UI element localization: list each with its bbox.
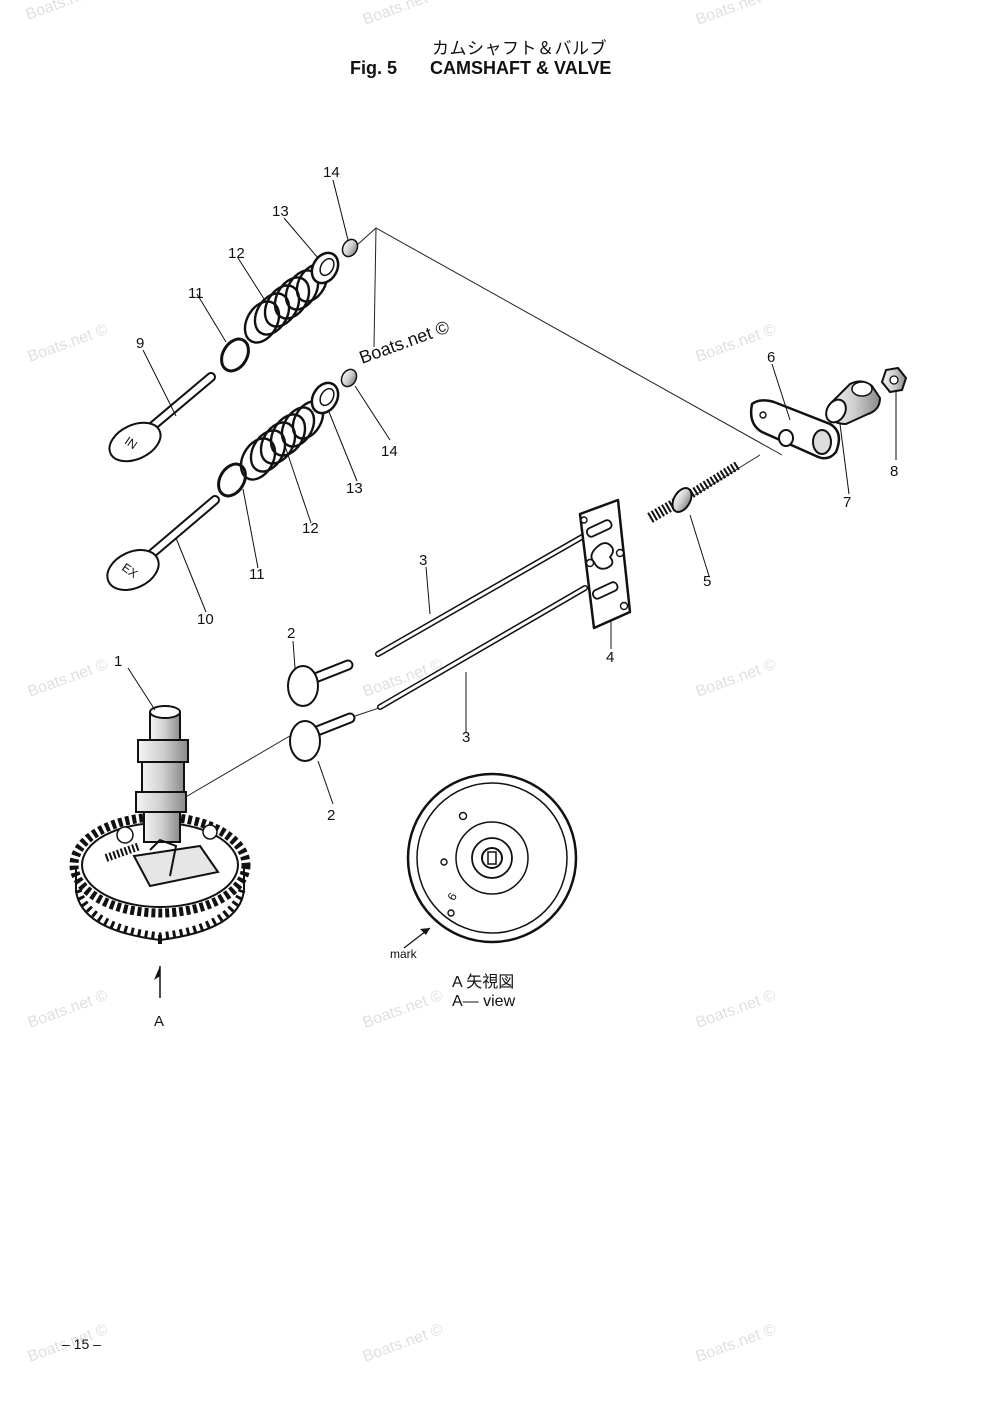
watermark: Boats.net © xyxy=(361,987,446,1032)
callout-4: 4 xyxy=(606,649,614,666)
watermark-center: Boats.net © xyxy=(357,317,452,368)
assembly-guide-lines xyxy=(159,227,783,813)
gear-a-view: 6 xyxy=(403,772,578,949)
callout-11-upper: 11 xyxy=(188,285,204,302)
upper-valve-cotter xyxy=(341,238,359,258)
callout-13-lower: 13 xyxy=(346,480,363,497)
a-view-caption-japanese: A 矢視図 xyxy=(452,974,515,991)
callout-12-upper: 12 xyxy=(228,245,245,262)
callout-9: 9 xyxy=(136,335,144,352)
callout-2-upper: 2 xyxy=(287,625,295,642)
callout-7: 7 xyxy=(843,494,851,511)
callout-14-upper: 14 xyxy=(323,164,340,181)
watermark: Boats.net © xyxy=(694,321,779,366)
lower-spring-retainer xyxy=(310,381,340,415)
page-number: – 15 – xyxy=(62,1336,101,1352)
callout-10: 10 xyxy=(197,611,214,628)
japanese-title: カムシャフト＆バルブ xyxy=(432,39,607,59)
callout-6: 6 xyxy=(767,349,775,366)
lower-valve-cotter xyxy=(340,368,358,388)
camshaft-gear xyxy=(69,812,251,944)
callout-3-upper: 3 xyxy=(419,552,427,569)
rocker-pivot-nut xyxy=(825,380,882,426)
upper-valve-washer xyxy=(220,337,250,373)
lower-valve-washer xyxy=(217,462,247,498)
upper-spring-retainer xyxy=(310,251,340,285)
watermark: Boats.net © xyxy=(26,987,111,1032)
callout-1: 1 xyxy=(114,653,122,670)
a-view-caption-english: A— view xyxy=(452,993,516,1010)
watermark: Boats.net © xyxy=(24,0,109,24)
callout-leaders xyxy=(127,179,897,805)
callout-14-lower: 14 xyxy=(381,443,398,460)
push-rods xyxy=(375,534,588,710)
intake-valve: IN xyxy=(108,372,216,463)
push-rod-guide-plate xyxy=(578,498,632,630)
callout-12-lower: 12 xyxy=(302,520,319,537)
rocker-arm xyxy=(749,399,841,460)
callout-2-lower: 2 xyxy=(327,807,335,824)
callout-5: 5 xyxy=(703,573,711,590)
watermark: Boats.net © xyxy=(361,0,446,29)
watermark: Boats.net © xyxy=(694,987,779,1032)
callout-11-lower: 11 xyxy=(249,566,265,583)
lower-tappet xyxy=(289,712,356,762)
mark-label: mark xyxy=(390,947,418,961)
callout-8: 8 xyxy=(890,463,898,480)
watermark: Boats.net © xyxy=(26,321,111,366)
watermark: Boats.net © xyxy=(694,656,779,701)
view-a-arrow-label: A xyxy=(154,1013,164,1030)
watermarks: Boats.net © Boats.net © Boats.net © Boat… xyxy=(24,0,779,1366)
callout-3-lower: 3 xyxy=(462,729,470,746)
figure-name: CAMSHAFT & VALVE xyxy=(430,58,612,78)
callout-13-upper: 13 xyxy=(272,203,289,220)
watermark: Boats.net © xyxy=(694,1321,779,1366)
callout-numbers: 1 2 2 3 3 4 5 6 7 8 9 10 11 11 12 12 13 … xyxy=(114,164,898,824)
figure-title: Fig. 5 CAMSHAFT & VALVE xyxy=(350,58,611,79)
figure-number: Fig. 5 xyxy=(350,58,398,78)
camshaft xyxy=(104,705,220,888)
upper-tappet xyxy=(287,659,354,707)
exhaust-valve: EX xyxy=(106,495,220,591)
rocker-arm-stud xyxy=(647,461,741,523)
view-a-arrow xyxy=(154,966,161,998)
watermark: Boats.net © xyxy=(26,656,111,701)
watermark: Boats.net © xyxy=(694,0,779,29)
watermark: Boats.net © xyxy=(361,1321,446,1366)
lock-nut xyxy=(880,366,908,394)
